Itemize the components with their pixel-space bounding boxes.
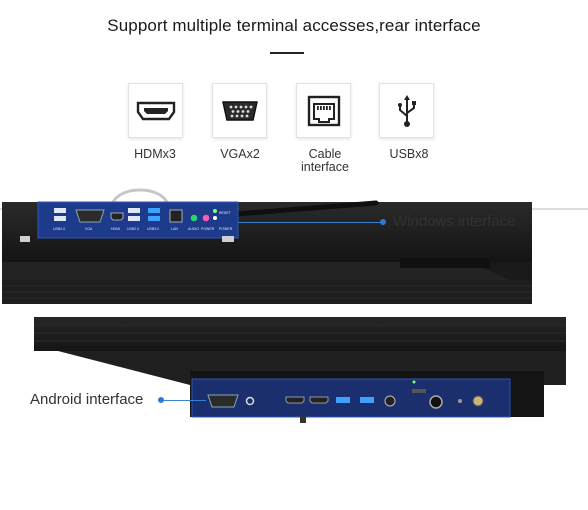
port-label-hdmi: HDMI — [111, 227, 120, 231]
port-label-usb3: USB3.0 — [147, 227, 159, 231]
usb-icon — [397, 94, 416, 127]
windows-callout-line — [238, 222, 382, 223]
windows-interface-label: Windows interface — [393, 213, 516, 230]
port-label-usb2-a: USB2.0 — [53, 227, 65, 231]
port-label-power-a: POWER — [201, 227, 215, 231]
ethernet-port-icon — [307, 95, 340, 126]
port-label-audio: AUDIO — [188, 227, 199, 231]
hdmi-tile — [128, 83, 183, 138]
interface-label-hdmi: HDMx3 — [134, 147, 176, 161]
interface-label-vga: VGAx2 — [220, 147, 260, 161]
windows-callout-dot — [380, 219, 386, 225]
vga-port-icon — [221, 100, 258, 121]
android-interface-label: Android interface — [30, 391, 144, 408]
ethernet-tile — [296, 83, 351, 138]
port-label-vga: VGA — [85, 227, 93, 231]
windows-device-photo: USB2.0 VGA HDMI USB2.0 USB3.0 LAN AUDIO … — [0, 188, 588, 304]
interface-label-usb: USBx8 — [389, 147, 429, 161]
port-label-power-b: POWER — [219, 227, 233, 231]
port-label-reset: RESET — [219, 211, 232, 215]
port-label-lan: LAN — [171, 227, 178, 231]
hdmi-port-icon — [136, 101, 175, 120]
usb-tile — [379, 83, 434, 138]
port-label-usb2-b: USB2.0 — [127, 227, 139, 231]
page-title: Support multiple terminal accesses,rear … — [107, 16, 481, 35]
android-callout-dot — [158, 397, 164, 403]
android-device-photo — [34, 317, 566, 423]
title-underline — [270, 52, 304, 54]
android-callout-line — [160, 400, 206, 401]
vga-tile — [212, 83, 267, 138]
interface-label-cable: Cable interface — [301, 147, 349, 174]
